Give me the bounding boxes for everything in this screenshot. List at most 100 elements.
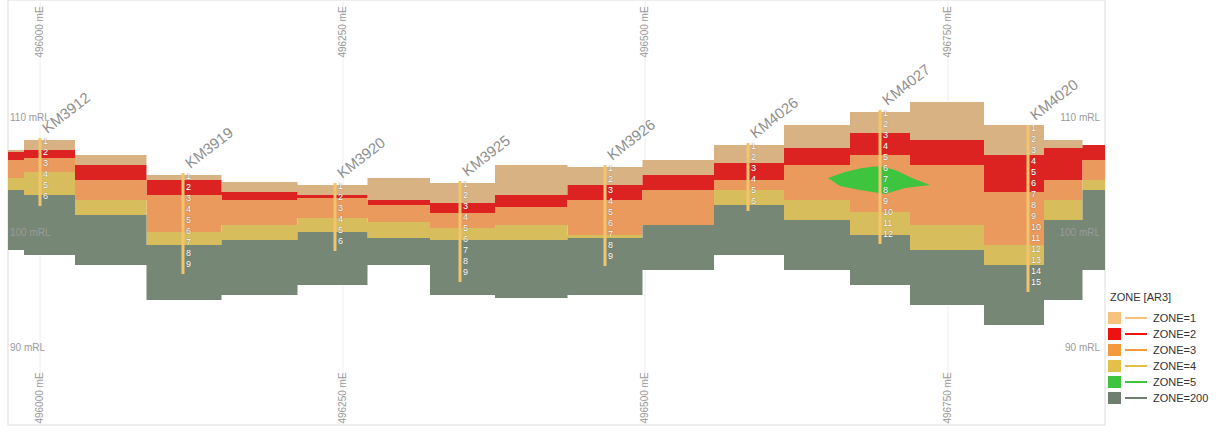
- drillhole-name: KM3919: [182, 124, 235, 170]
- sample-number: 1: [751, 142, 756, 151]
- zone-layer: [8, 190, 1105, 325]
- sample-number: 4: [751, 175, 756, 184]
- easting-label: 496500 mE: [640, 6, 650, 57]
- drillhole-name: KM3926: [604, 116, 657, 162]
- sample-number: 1: [43, 137, 48, 146]
- sample-number: 6: [751, 197, 756, 206]
- elevation-label: 100 mRL: [10, 228, 51, 238]
- legend-entry: ZONE=5: [1108, 374, 1208, 390]
- sample-number: 2: [608, 175, 613, 184]
- legend-entry: ZONE=1: [1108, 310, 1208, 326]
- sample-number: 15: [1031, 278, 1041, 287]
- sample-number: 8: [463, 257, 468, 266]
- sample-number: 8: [1031, 201, 1036, 210]
- easting-label: 496500 mE: [640, 372, 650, 423]
- sample-number: 4: [463, 213, 468, 222]
- elevation-label: 110 mRL: [1060, 113, 1100, 123]
- legend-line: [1125, 349, 1147, 351]
- drill-trace: [747, 143, 750, 211]
- sample-number: 11: [883, 219, 892, 228]
- legend-entry: ZONE=200: [1108, 390, 1208, 406]
- sample-number: 5: [751, 186, 756, 195]
- sample-number: 12: [883, 230, 893, 239]
- sample-number: 9: [463, 268, 468, 277]
- sample-number: 10: [1031, 223, 1041, 232]
- legend-swatch: [1108, 376, 1121, 388]
- sample-number: 12: [1031, 245, 1041, 254]
- legend: ZONE=1ZONE=2ZONE=3ZONE=4ZONE=5ZONE=200: [1108, 290, 1208, 406]
- legend-text: ZONE=1: [1153, 312, 1196, 324]
- sample-number: 1: [883, 109, 888, 118]
- sample-number: 1: [608, 164, 613, 173]
- sample-number: 5: [463, 224, 468, 233]
- sample-number: 9: [186, 260, 191, 269]
- sample-number: 6: [338, 237, 343, 246]
- plot-frame: [8, 0, 1105, 425]
- sample-number: 6: [43, 192, 48, 201]
- sample-number: 9: [608, 252, 613, 261]
- sample-number: 7: [883, 175, 888, 184]
- sample-number: 8: [186, 249, 191, 258]
- legend-swatch: [1108, 344, 1121, 356]
- drill-trace: [39, 138, 42, 206]
- drillhole-name: KM3912: [39, 89, 92, 135]
- sample-number: 2: [1031, 135, 1036, 144]
- drillhole-name: KM3920: [334, 134, 387, 180]
- sample-number: 3: [338, 204, 343, 213]
- sample-number: 5: [883, 153, 888, 162]
- sample-number: 6: [1031, 179, 1036, 188]
- easting-label: 496750 mE: [943, 372, 953, 423]
- sample-number: 1: [463, 180, 468, 189]
- sample-number: 6: [463, 235, 468, 244]
- elevation-label: 90 mRL: [1065, 343, 1100, 353]
- sample-number: 5: [186, 216, 191, 225]
- legend-entry: ZONE=4: [1108, 358, 1208, 374]
- sample-number: 2: [186, 183, 191, 192]
- easting-label: 496250 mE: [338, 6, 348, 57]
- sample-number: 3: [608, 186, 613, 195]
- drill-trace: [334, 183, 337, 251]
- sample-number: 2: [751, 153, 756, 162]
- drillhole-name: KM4027: [879, 61, 932, 107]
- sample-number: 4: [608, 197, 613, 206]
- sample-number: 6: [883, 164, 888, 173]
- sample-number: 6: [608, 219, 613, 228]
- sample-number: 5: [338, 226, 343, 235]
- drill-trace: [1027, 125, 1030, 292]
- legend-entry: ZONE=3: [1108, 342, 1208, 358]
- sample-number: 5: [1031, 168, 1036, 177]
- sample-number: 5: [608, 208, 613, 217]
- sample-number: 6: [186, 227, 191, 236]
- legend-text: ZONE=200: [1153, 392, 1208, 404]
- legend-swatch: [1108, 360, 1121, 372]
- sample-number: 1: [186, 172, 191, 181]
- sample-number: 9: [883, 197, 888, 206]
- legend-swatch: [1108, 392, 1121, 404]
- drill-trace: [604, 165, 607, 266]
- elevation-label: 90 mRL: [10, 343, 45, 353]
- legend-text: ZONE=4: [1153, 360, 1196, 372]
- easting-label: 496250 mE: [338, 372, 348, 423]
- sample-number: 14: [1031, 267, 1041, 276]
- easting-label: 496000 mE: [35, 372, 45, 423]
- legend-line: [1125, 365, 1147, 367]
- sample-number: 4: [1031, 157, 1036, 166]
- sample-number: 4: [883, 142, 888, 151]
- sample-number: 4: [186, 205, 191, 214]
- legend-entry: ZONE=2: [1108, 326, 1208, 342]
- drill-trace: [879, 110, 882, 244]
- sample-number: 2: [338, 193, 343, 202]
- sample-number: 2: [43, 148, 48, 157]
- legend-text: ZONE=2: [1153, 328, 1196, 340]
- sample-number: 3: [463, 202, 468, 211]
- drill-trace: [182, 173, 185, 274]
- legend-line: [1125, 317, 1147, 319]
- sample-number: 13: [1031, 256, 1041, 265]
- sample-number: 3: [751, 164, 756, 173]
- legend-title: ZONE [AR3]: [1110, 292, 1171, 303]
- easting-label: 496000 mE: [35, 6, 45, 57]
- sample-number: 1: [338, 182, 343, 191]
- legend-text: ZONE=5: [1153, 376, 1196, 388]
